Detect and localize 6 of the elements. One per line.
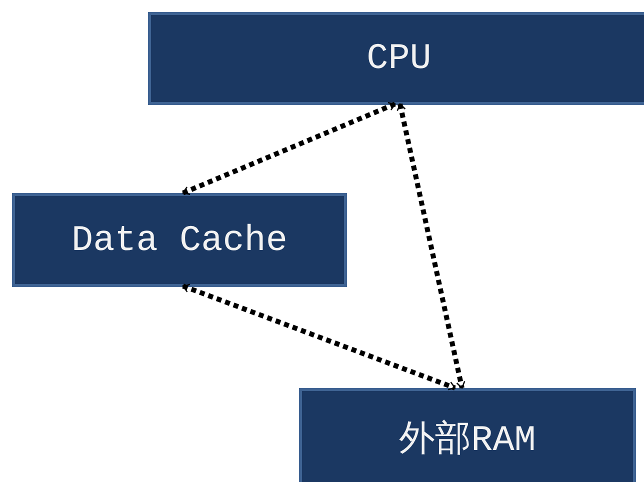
process-box: 外部RAM <box>299 388 636 482</box>
process-box: CPU <box>148 12 644 105</box>
process-box: Data Cache <box>12 193 347 287</box>
arrow <box>182 102 396 196</box>
arrow <box>182 284 456 390</box>
arrow <box>396 103 466 389</box>
